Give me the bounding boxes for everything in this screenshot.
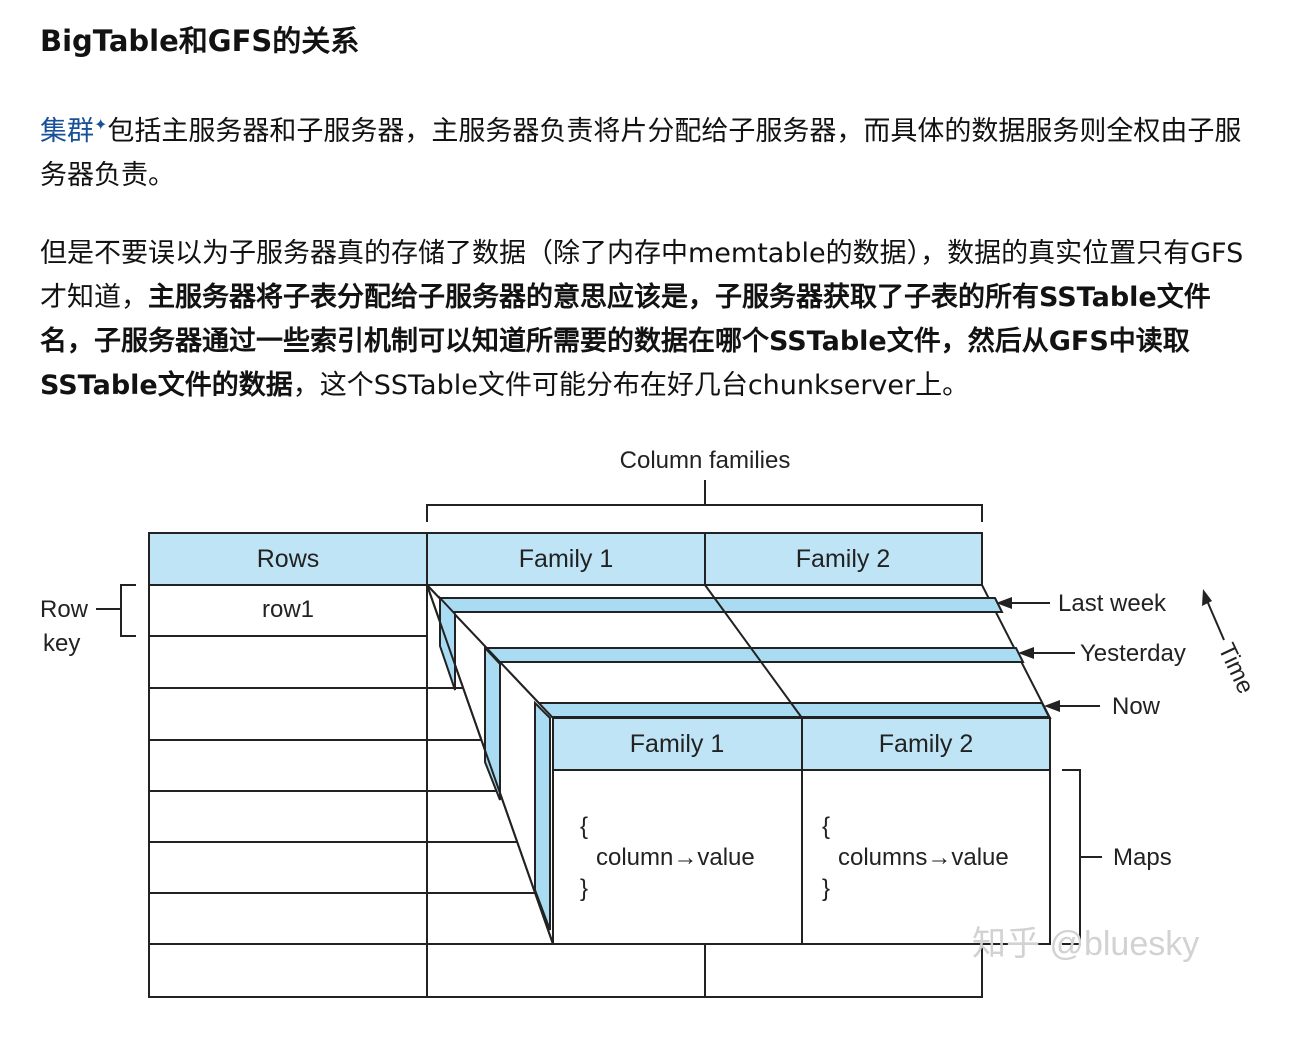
front-header-family-2: Family 2	[879, 730, 973, 758]
label-time: Time	[1213, 639, 1260, 698]
section-heading: BigTable和GFS的关系	[40, 24, 360, 58]
label-last-week: Last week	[1058, 590, 1167, 617]
watermark: 知乎 @bluesky	[972, 925, 1199, 963]
sparkle-icon: ✦	[94, 115, 108, 134]
label-column-families: Column families	[620, 447, 791, 474]
label-row-key-line2: key	[43, 630, 80, 657]
header-family-2: Family 2	[796, 545, 890, 573]
paragraph-gfs-text-2: ，这个SSTable文件可能分布在好几台chunkserver上。	[292, 370, 970, 401]
cell1-value: column→value	[596, 844, 755, 871]
cell-row1: row1	[262, 596, 314, 623]
label-yesterday: Yesterday	[1080, 640, 1186, 667]
cell1-brace-open: {	[580, 813, 588, 840]
label-now: Now	[1112, 693, 1161, 720]
paragraph-gfs-text-1: 但是不要误以为子服务器真的存储了数据（除了内存中memtable的数据），数据的…	[40, 238, 1244, 313]
paragraph-gfs-bold: 主服务器将子表分配给子服务器的意思应该是，子服务器获取了子表的所有SSTable…	[40, 282, 1211, 401]
cell1-brace-close: }	[580, 875, 588, 902]
header-family-1: Family 1	[519, 545, 613, 573]
paragraph-cluster-text: 包括主服务器和子服务器，主服务器负责将片分配给子服务器，而具体的数据服务则全权由…	[40, 116, 1242, 191]
front-header-family-1: Family 1	[630, 730, 724, 758]
cell2-value: columns→value	[838, 844, 1009, 871]
link-cluster[interactable]: 集群	[40, 116, 94, 147]
paragraph-cluster: 集群✦包括主服务器和子服务器，主服务器负责将片分配给子服务器，而具体的数据服务则…	[40, 103, 1255, 198]
paragraph-gfs: 但是不要误以为子服务器真的存储了数据（除了内存中memtable的数据），数据的…	[40, 232, 1255, 408]
label-row-key-line1: Row	[40, 596, 89, 623]
cell2-brace-open: {	[822, 813, 830, 840]
cell2-brace-close: }	[822, 875, 830, 902]
label-maps: Maps	[1113, 844, 1172, 871]
header-rows: Rows	[257, 545, 320, 573]
